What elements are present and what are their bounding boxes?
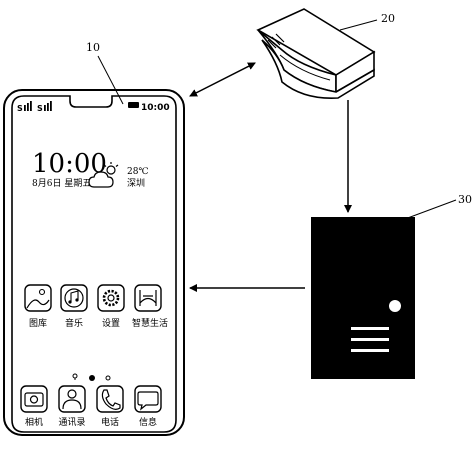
phone-screen-with-notch [11,95,177,433]
clock-time: 10:00 [32,149,107,179]
server-indicator-light [389,300,401,312]
app-gallery[interactable]: 图库 [24,284,52,329]
music-icon [60,284,88,312]
app-music[interactable]: 音乐 [60,284,88,329]
router-base [261,39,375,99]
location-dot-icon [72,373,78,380]
server-device [311,217,415,379]
app-messages[interactable]: 信息 [134,385,162,428]
cloud-sun-icon [88,162,119,188]
app-smart-life[interactable]: 智慧生活 [132,284,168,329]
router-leader-line [339,19,378,31]
svg-text:S: S [17,104,23,113]
app-label: 设置 [102,318,120,329]
message-icon [134,385,162,413]
battery-icon [128,102,139,108]
phone-outer-body [3,89,185,436]
app-grid: 图库 音乐 设置 智慧生活 [24,284,168,329]
app-contacts[interactable]: 通讯录 [58,385,86,428]
app-label: 相机 [25,416,43,428]
server-leader-line [404,199,457,220]
signal-icon: S [37,101,52,113]
gallery-icon [24,284,52,312]
app-label: 智慧生活 [132,317,168,329]
temperature: 28℃ [127,167,149,177]
app-settings[interactable]: 设置 [97,284,125,329]
contacts-icon [58,385,86,413]
city: 深圳 [127,178,145,189]
server-vent-line [351,338,389,341]
phone-router-link-arrow [189,62,256,97]
app-label: 电话 [101,416,119,428]
camera-icon [20,385,48,413]
app-label: 图库 [29,317,47,329]
date-text: 8月6日 星期五 [32,178,91,189]
app-label: 音乐 [65,317,83,329]
settings-gear-icon [97,284,125,312]
svg-text:S: S [37,104,43,113]
signal-icon: S [17,101,32,113]
phone-icon [96,385,124,413]
phone-leader-line [97,55,124,105]
app-label: 通讯录 [58,417,85,428]
app-camera[interactable]: 相机 [20,385,48,428]
page-dot-active [89,375,95,381]
clock-widget: 10:00 8月6日 星期五 28℃ 深圳 [32,149,149,189]
server-vent-line [351,327,389,330]
status-bar: S S 10:00 [17,101,170,113]
smart-life-icon [134,284,162,312]
router-device [256,8,376,99]
app-dock: 相机 通讯录 电话 信息 [20,385,162,428]
label-server: 30 [458,193,472,206]
app-phone[interactable]: 电话 [96,385,124,428]
page-dot [105,375,111,381]
page-indicator [72,373,111,381]
app-label: 信息 [139,416,157,428]
phone-device [3,89,185,436]
server-body [311,217,415,379]
label-router: 20 [381,12,395,25]
status-time: 10:00 [141,103,170,113]
label-phone: 10 [86,41,100,54]
server-vent-line [351,349,389,352]
